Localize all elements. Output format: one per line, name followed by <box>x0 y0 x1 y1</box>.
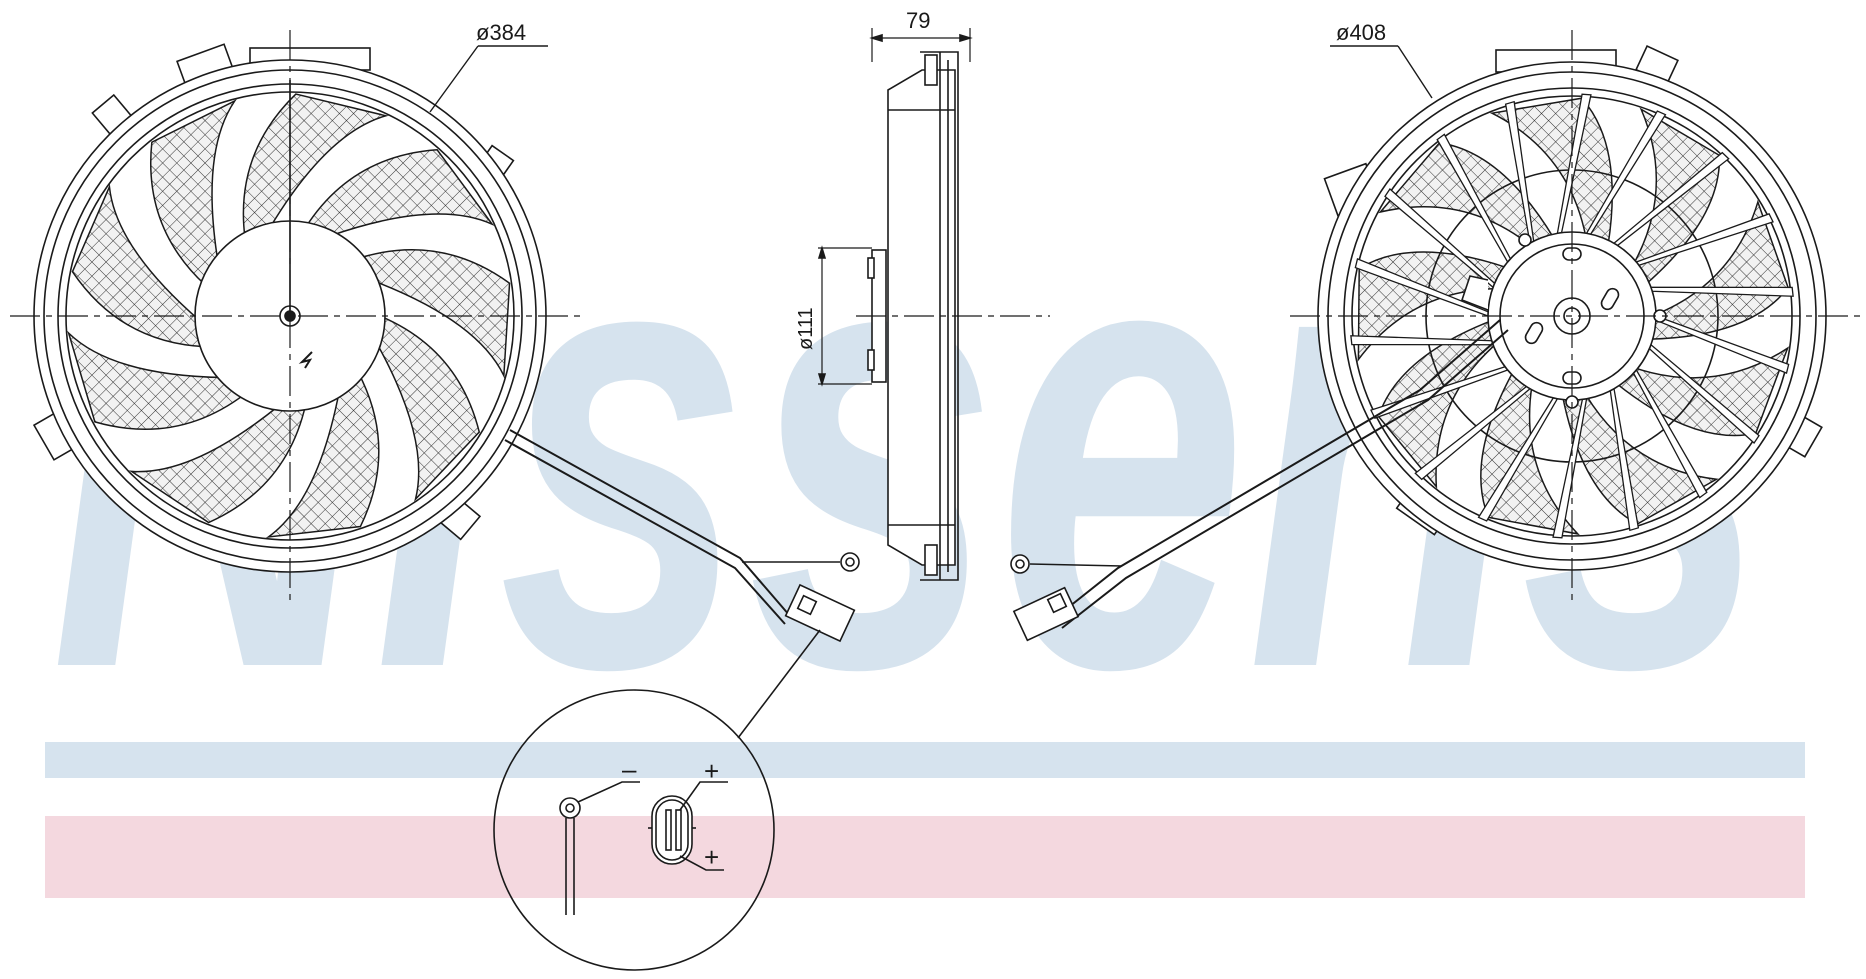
rear-view-fan <box>1010 30 1860 642</box>
front-fan-blade <box>357 249 511 379</box>
plus-terminal-top-label: + <box>704 756 719 786</box>
front-fan-blade <box>265 372 380 539</box>
watermark-band-pink <box>45 816 1805 898</box>
plus-terminal-bottom-label: + <box>704 842 719 872</box>
plug-housing <box>651 795 693 865</box>
connector-detail-callout <box>493 629 821 971</box>
rear-cable <box>1054 319 1501 619</box>
front-fan-blade <box>71 183 207 348</box>
side-view-shroud <box>887 69 956 566</box>
front-fan-blade <box>67 330 247 431</box>
ring-terminal <box>559 797 581 819</box>
watermark-band-blue <box>45 742 1805 778</box>
rear-diameter-callout <box>1330 45 1433 99</box>
minus-terminal-label: – <box>622 754 637 784</box>
front-diameter-callout <box>429 45 548 113</box>
motor-diameter-label: ø111 <box>795 307 817 350</box>
rear-guard-spokes <box>1350 93 1794 539</box>
side-view-fan <box>817 28 1050 581</box>
depth-label: 79 <box>906 8 930 33</box>
front-diameter-label: ø384 <box>476 20 526 45</box>
front-fan-blade <box>375 314 481 502</box>
front-cable <box>509 429 791 617</box>
front-view-fan <box>10 30 860 643</box>
front-fan-blade <box>304 148 495 237</box>
front-fan-blade <box>242 93 389 240</box>
front-fan-blades <box>67 93 511 539</box>
connector-detail-circle <box>493 689 775 971</box>
rear-diameter-label: ø408 <box>1336 20 1386 45</box>
front-fan-blade <box>128 403 307 524</box>
front-fan-blade <box>150 99 237 287</box>
